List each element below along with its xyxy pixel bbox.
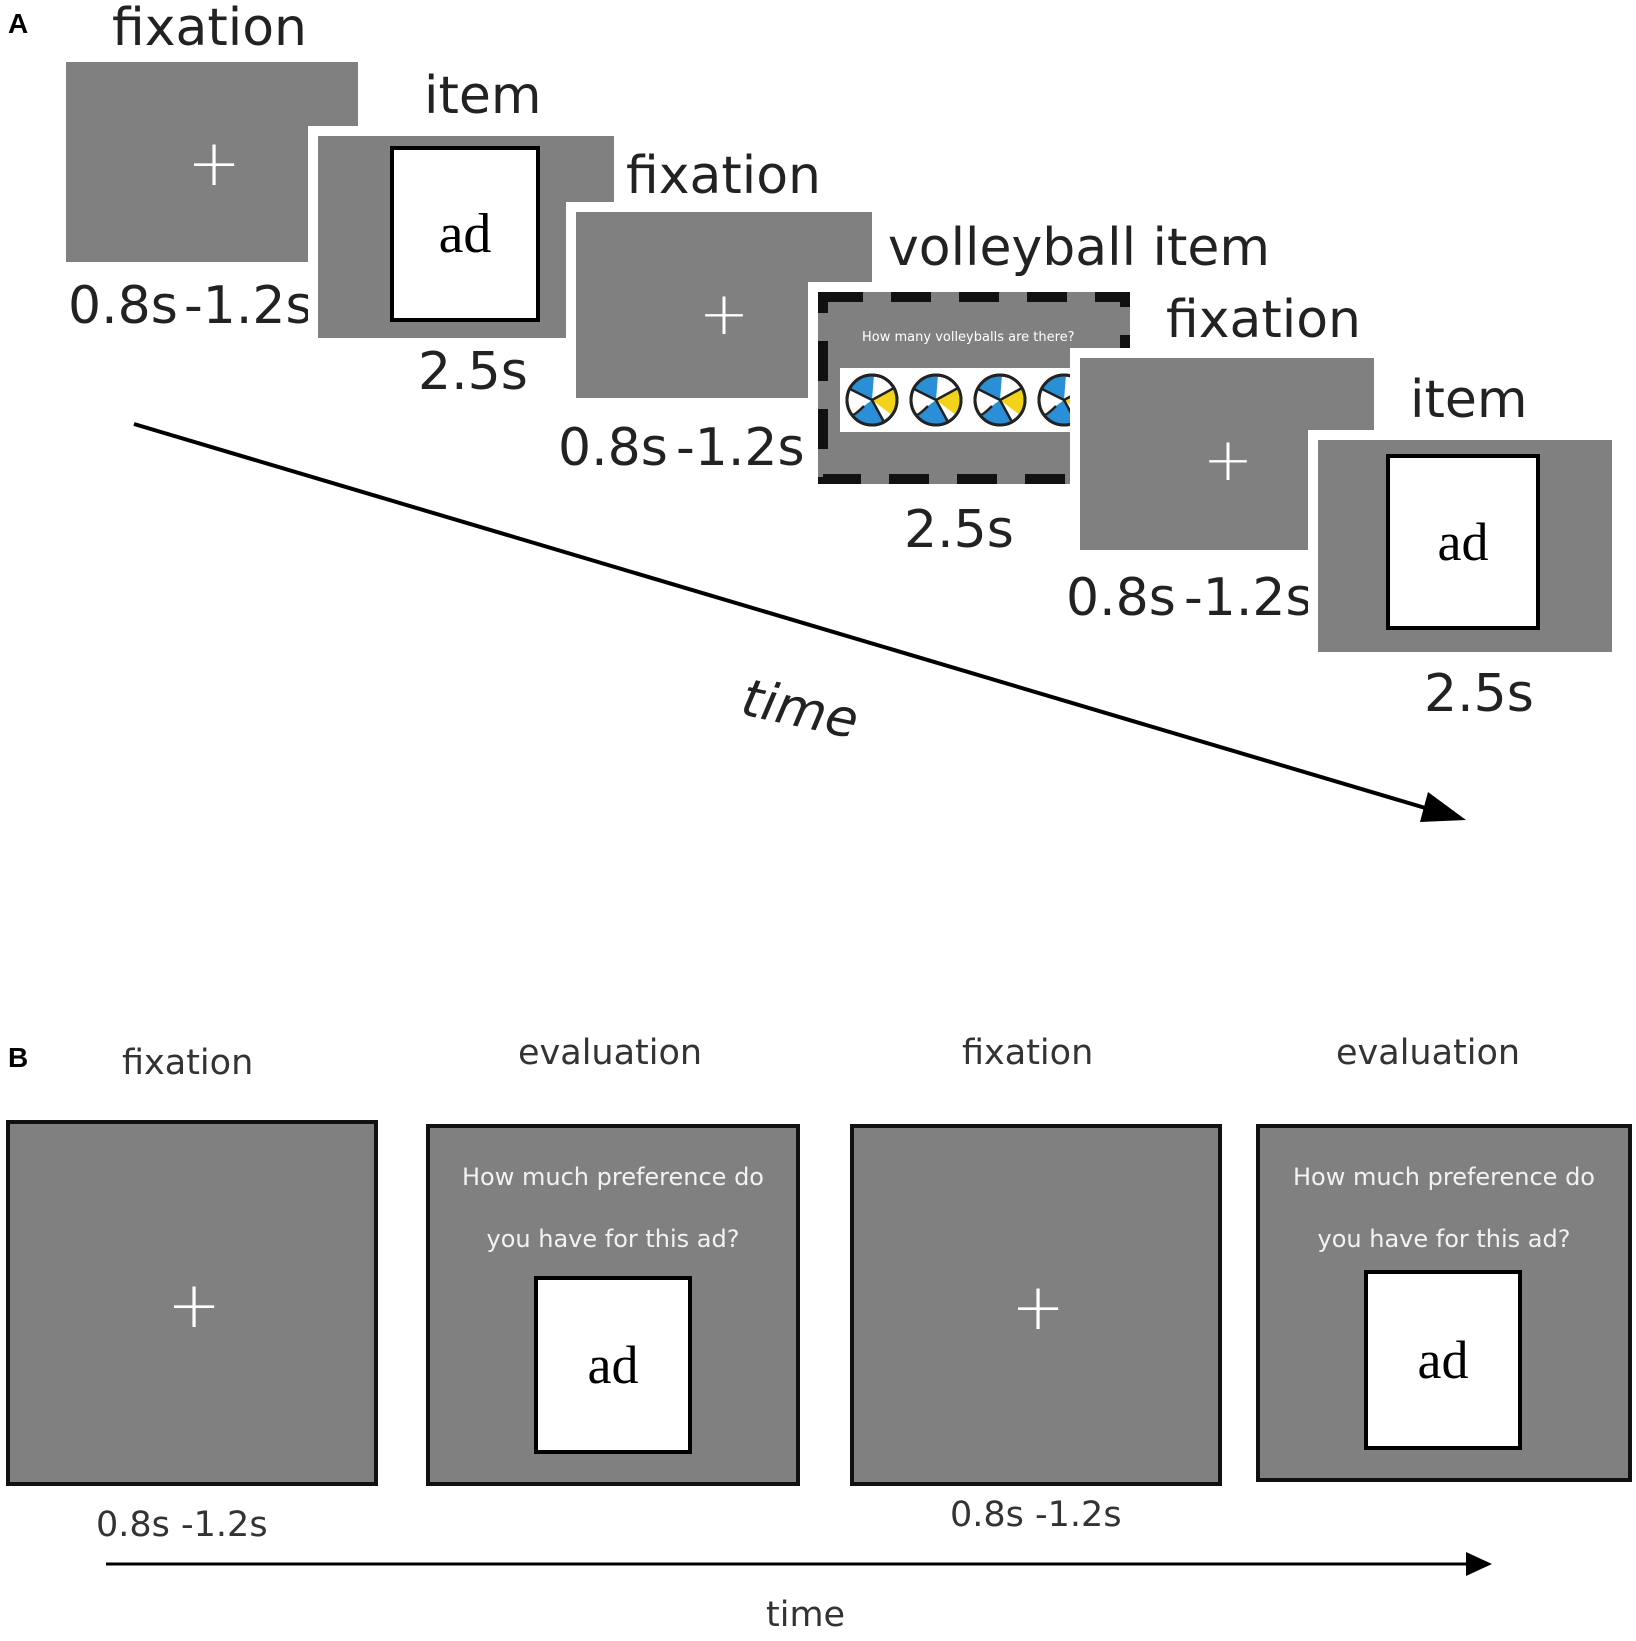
b-evaluation-1-label: evaluation (518, 1033, 703, 1073)
fixation-cross-icon: + (698, 279, 750, 349)
a-item-2-duration: 2.5s (1424, 664, 1534, 724)
b-fixation-2-label: fixation (962, 1033, 1094, 1073)
b-time-label: time (766, 1595, 846, 1635)
b-evaluation-1-screen: How much preference do you have for this… (426, 1124, 800, 1486)
fixation-cross-icon: + (187, 127, 241, 201)
panel-a-letter: A (8, 8, 29, 39)
a-item-1-ad-box: ad (390, 146, 540, 322)
a-volleyball-strip (840, 368, 1110, 432)
a-item-2-ad-text: ad (1437, 512, 1489, 572)
a-item-1-label: item (424, 66, 542, 126)
panel-b-letter: B (8, 1042, 29, 1073)
a-fixation-1-screen: + (66, 62, 358, 262)
b-fixation-2-duration: 0.8s -1.2s (950, 1495, 1122, 1535)
a-volleyball-screen: How many volleyballs are there? (818, 292, 1130, 484)
b-evaluation-2-ad-box: ad (1364, 1270, 1522, 1450)
a-item-2-label: item (1410, 370, 1528, 430)
time-arrow-icon (133, 422, 1466, 822)
a-item-2-screen: ad (1318, 440, 1612, 652)
b-fixation-1-duration: 0.8s -1.2s (96, 1505, 268, 1545)
b-evaluation-1-ad-text: ad (587, 1335, 639, 1395)
a-item-1-ad-text: ad (438, 203, 492, 265)
b-evaluation-2-label: evaluation (1336, 1033, 1521, 1073)
b-fixation-1-screen: + (6, 1120, 378, 1486)
b-evaluation-2-screen: How much preference do you have for this… (1256, 1124, 1632, 1482)
b-evaluation-1-ad-box: ad (534, 1276, 692, 1454)
a-fixation-1-duration-max: -1.2s (184, 276, 313, 336)
b-fixation-1-label: fixation (122, 1043, 254, 1083)
b-evaluation-2-ad-text: ad (1417, 1330, 1469, 1390)
a-item-1-screen: ad (318, 136, 614, 338)
a-fixation-1-duration-min: 0.8s (68, 276, 178, 336)
b-evaluation-1-question-line1: How much preference do (462, 1163, 764, 1191)
a-item-2-ad-box: ad (1386, 454, 1540, 630)
b-fixation-2-screen: + (850, 1124, 1222, 1486)
a-fixation-1-label: fixation (112, 0, 307, 58)
time-arrow-icon (106, 1552, 1492, 1576)
fixation-cross-icon: + (1011, 1271, 1065, 1345)
fixation-cross-icon: + (1202, 425, 1254, 495)
a-volleyball-label: volleyball item (888, 218, 1271, 278)
fixation-cross-icon: + (167, 1269, 221, 1343)
b-evaluation-2-question-line1: How much preference do (1293, 1163, 1595, 1191)
a-fixation-3-duration-min: 0.8s (1066, 568, 1176, 628)
a-fixation-2-label: fixation (626, 146, 821, 206)
b-evaluation-2-question-line2: you have for this ad? (1317, 1225, 1571, 1253)
a-fixation-2-duration-min: 0.8s (558, 418, 668, 478)
a-volleyball-dashed-border (818, 292, 1130, 484)
a-fixation-3-duration-max: -1.2s (1184, 568, 1313, 628)
a-volleyball-duration: 2.5s (904, 500, 1014, 560)
a-volleyball-question: How many volleyballs are there? (862, 330, 1075, 345)
a-fixation-2-duration-max: -1.2s (676, 418, 805, 478)
a-item-1-duration: 2.5s (418, 342, 528, 402)
a-fixation-3-label: fixation (1166, 290, 1361, 350)
b-evaluation-1-question-line2: you have for this ad? (486, 1225, 740, 1253)
